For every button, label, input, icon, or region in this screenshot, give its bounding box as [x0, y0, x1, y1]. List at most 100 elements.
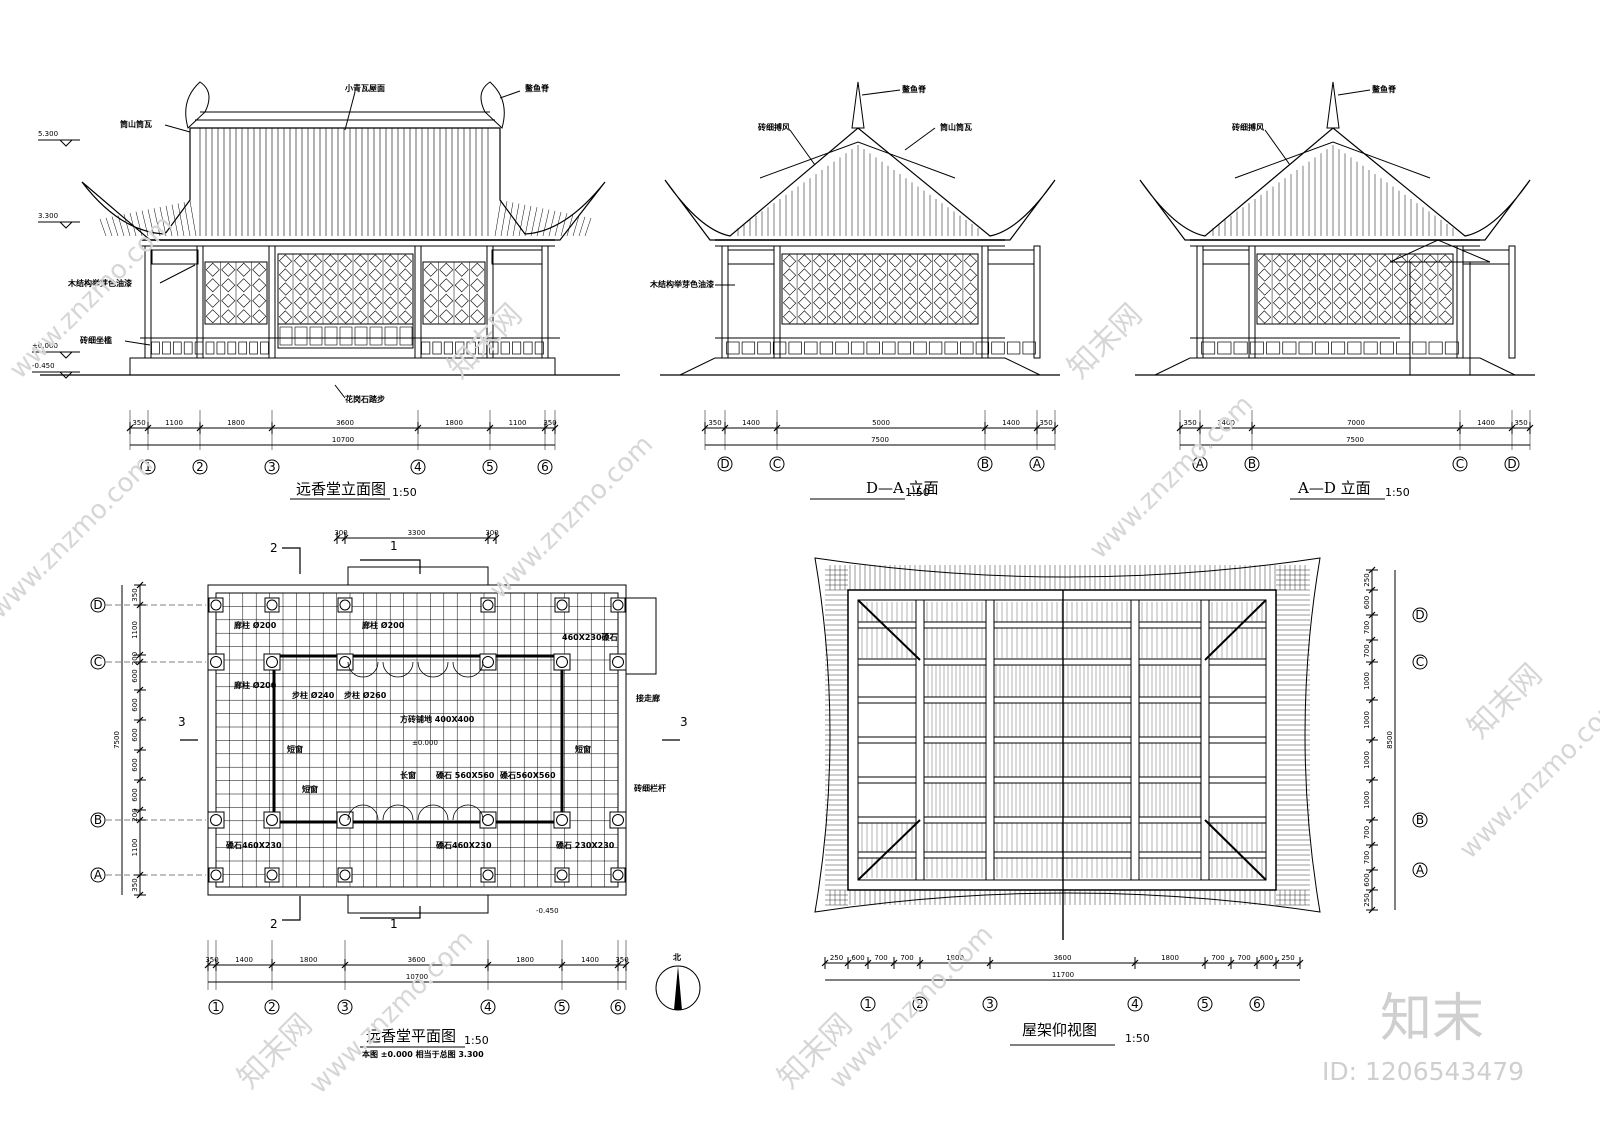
dimension-text: 1800: [1161, 954, 1179, 962]
image-id: ID: 1206543479: [1322, 1057, 1524, 1086]
svg-text:4: 4: [414, 460, 422, 474]
svg-text:2: 2: [196, 460, 204, 474]
dimension-text: 1800: [946, 954, 964, 962]
note-plinth: 460X230磉石: [562, 632, 618, 642]
dimension-total: 10700: [406, 973, 428, 981]
dimension-total: 7500: [871, 436, 889, 444]
dimension-text: 1400: [1217, 419, 1235, 427]
svg-text:1: 1: [864, 997, 872, 1011]
svg-text:B: B: [1248, 457, 1256, 471]
watermark-text: www.znzmo.com: [304, 925, 479, 1100]
note-column: 廊柱 Ø200: [362, 620, 405, 630]
north-label: 北: [673, 952, 681, 962]
dimension-text: 350: [132, 419, 145, 427]
dimension-text: 1000: [1363, 711, 1371, 729]
dimension-text: 3600: [336, 419, 354, 427]
watermark-text: www.znzmo.com: [4, 210, 179, 385]
axis-bubble: 5: [1197, 996, 1213, 1012]
main-elevation-title: 远香堂立面图: [296, 480, 386, 498]
axis-bubble: B: [90, 812, 106, 828]
svg-text:A: A: [1033, 457, 1042, 471]
floor-plan-labels: 廊柱 Ø200 廊柱 Ø200 廊柱 Ø200 步柱 Ø240 步柱 Ø260 …: [226, 620, 666, 1059]
note-brick-barge: 砖细搏风: [758, 122, 790, 132]
level-text: 3.300: [38, 212, 58, 220]
roof-framing-title: 屋架仰视图: [1022, 1021, 1097, 1039]
floor-plan-title: 远香堂平面图: [366, 1027, 456, 1045]
dimension-text: 700: [1363, 644, 1371, 657]
section-label: 1: [390, 917, 398, 931]
dimension-text: 700: [1363, 826, 1371, 839]
level-text: -0.450: [32, 362, 55, 370]
dimension-text: 600: [131, 758, 139, 771]
axis-bubble: 5: [482, 459, 498, 475]
north-arrow: 北: [655, 952, 701, 1011]
dimension-text: 3300: [408, 529, 426, 537]
dimension-text: 1400: [742, 419, 760, 427]
axis-bubble: A: [1412, 862, 1428, 878]
level-text: ±0.000: [412, 739, 438, 747]
dimension-text: 3600: [408, 956, 426, 964]
svg-text:5: 5: [486, 460, 494, 474]
note-gable: 筒山筒瓦: [940, 122, 972, 132]
dimension-text: 1100: [131, 621, 139, 639]
axis-bubble: 4: [480, 999, 496, 1015]
axis-bubble: A: [1192, 456, 1208, 472]
dimension-text: 350: [1039, 419, 1052, 427]
dimension-text: 250: [1281, 954, 1294, 962]
svg-text:2: 2: [916, 997, 924, 1011]
side-elevation-da-title: D—A 立面: [866, 479, 939, 497]
note-long-window: 长窗: [400, 770, 416, 780]
dimension-text: 1800: [445, 419, 463, 427]
svg-text:D: D: [720, 457, 729, 471]
axis-bubble: D: [1504, 456, 1520, 472]
section-label: 2: [270, 541, 278, 555]
note-wood-paint: 木结构举芽色油漆: [67, 278, 132, 288]
main-elevation: [32, 81, 620, 379]
svg-text:1: 1: [144, 460, 152, 474]
side-elevation-ad: [1135, 81, 1535, 376]
note-plinth: 磉石460X230: [436, 840, 492, 850]
note-plinth: 磉石560X560: [500, 770, 556, 780]
svg-text:B: B: [981, 457, 989, 471]
side-elevation-ad-labels: 鳌鱼脊 砖细搏风: [1232, 84, 1397, 166]
dimension-text: 300: [334, 529, 347, 537]
note-plinth: 磉石460X230: [226, 840, 282, 850]
dimension-text: 300: [485, 529, 498, 537]
dimension-text: 1100: [509, 419, 527, 427]
svg-text:1: 1: [212, 1000, 220, 1014]
dimension-text: 700: [1237, 954, 1250, 962]
axis-bubble: 1: [860, 996, 876, 1012]
watermark-text: www.znzmo.com: [1084, 390, 1259, 565]
axis-bubble: C: [90, 654, 106, 670]
svg-text:5: 5: [558, 1000, 566, 1014]
svg-text:D: D: [1415, 608, 1424, 622]
dimension-text: 600: [1363, 873, 1371, 886]
dimension-text: 350: [131, 878, 139, 891]
note-short-window: 短窗: [287, 744, 303, 754]
svg-text:D: D: [1507, 457, 1516, 471]
svg-text:A: A: [1416, 863, 1425, 877]
svg-text:A: A: [94, 868, 103, 882]
axis-bubble: 3: [337, 999, 353, 1015]
dimension-text: 600: [851, 954, 864, 962]
dimension-text: 1100: [165, 419, 183, 427]
note-plinth: 磉石 230X230: [556, 840, 615, 850]
axis-bubble: 2: [912, 996, 928, 1012]
svg-text:4: 4: [1131, 997, 1139, 1011]
roof-framing-plan: [814, 557, 1321, 940]
dimension-text: 1000: [1363, 751, 1371, 769]
note-ridge: 鳌鱼脊: [902, 84, 927, 94]
watermark-text: 知末网: [1461, 657, 1549, 745]
dimension-text: 700: [874, 954, 887, 962]
dimension-text: 600: [131, 728, 139, 741]
note-connect-corridor: 接走廊: [636, 693, 660, 703]
section-label: 2: [270, 917, 278, 931]
dimension-text: 350: [131, 588, 139, 601]
svg-text:6: 6: [614, 1000, 622, 1014]
note-column: 廊柱 Ø200: [234, 680, 277, 690]
svg-text:2: 2: [268, 1000, 276, 1014]
axis-bubble: 6: [537, 459, 553, 475]
dimension-text: 1400: [1002, 419, 1020, 427]
dimension-text: 700: [1211, 954, 1224, 962]
